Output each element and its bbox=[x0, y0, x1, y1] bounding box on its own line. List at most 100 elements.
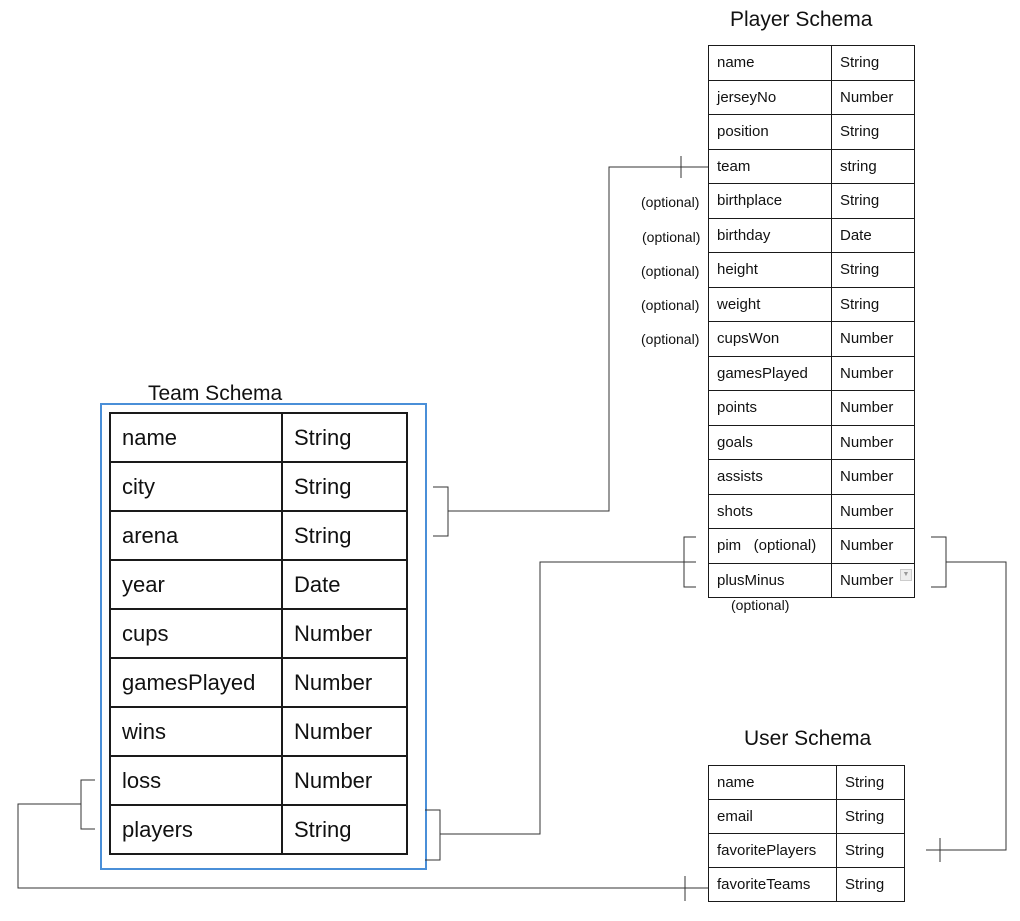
field-name[interactable]: name bbox=[109, 412, 283, 463]
field-type[interactable]: String bbox=[831, 45, 915, 81]
field-name[interactable]: gamesPlayed bbox=[708, 355, 832, 391]
field-type[interactable]: Number bbox=[831, 459, 915, 495]
field-type[interactable]: Number bbox=[281, 657, 408, 708]
field-type[interactable]: String bbox=[831, 114, 915, 150]
field-name[interactable]: favoritePlayers bbox=[708, 833, 837, 868]
field-name[interactable]: favoriteTeams bbox=[708, 867, 837, 902]
field-type[interactable]: Number bbox=[831, 424, 915, 460]
team-schema-selection-frame[interactable] bbox=[100, 403, 427, 870]
optional-note: (optional) bbox=[641, 331, 700, 347]
user-schema-title: User Schema bbox=[744, 727, 872, 750]
connector-team-to-player-line[interactable] bbox=[448, 166, 708, 512]
field-name[interactable]: name bbox=[708, 765, 837, 800]
field-type[interactable]: Number bbox=[281, 608, 408, 659]
field-type[interactable]: Date bbox=[281, 559, 408, 610]
optional-note: (optional) bbox=[731, 597, 790, 613]
connector-players-to-player-stats[interactable] bbox=[440, 561, 696, 835]
field-name[interactable]: email bbox=[708, 799, 837, 834]
field-type[interactable]: String bbox=[281, 510, 408, 561]
field-type[interactable]: String bbox=[831, 252, 915, 288]
field-type[interactable]: Number bbox=[831, 528, 915, 564]
field-type[interactable]: String bbox=[281, 412, 408, 463]
connector-players-bracket[interactable] bbox=[425, 809, 441, 861]
team-schema-title: Team Schema bbox=[148, 382, 283, 405]
connector-player-stats-bracket-left[interactable] bbox=[683, 536, 696, 588]
field-type[interactable]: Number bbox=[281, 706, 408, 757]
connector-team-to-user[interactable] bbox=[17, 803, 708, 889]
player-schema-title: Player Schema bbox=[730, 8, 873, 31]
field-type[interactable]: String bbox=[836, 765, 905, 800]
connector-player-to-user[interactable] bbox=[926, 561, 1007, 851]
field-name[interactable]: arena bbox=[109, 510, 283, 561]
optional-note: (optional) bbox=[641, 297, 700, 313]
field-name[interactable]: assists bbox=[708, 459, 832, 495]
dropdown-arrow-icon[interactable]: ▼ bbox=[900, 568, 912, 581]
field-type[interactable]: Number ▼ bbox=[831, 562, 915, 598]
field-type-value[interactable]: Number bbox=[840, 571, 894, 589]
field-type[interactable]: String bbox=[831, 286, 915, 322]
field-type[interactable]: String bbox=[836, 867, 905, 902]
field-name[interactable]: plusMinus bbox=[708, 562, 832, 598]
field-type[interactable]: Number bbox=[831, 493, 915, 529]
field-type[interactable]: String bbox=[281, 804, 408, 855]
field-type[interactable]: Number bbox=[831, 355, 915, 391]
field-name[interactable]: cups bbox=[109, 608, 283, 659]
connector-team-bracket-left[interactable] bbox=[80, 779, 95, 830]
field-type[interactable]: Number bbox=[831, 390, 915, 426]
optional-note: (optional) bbox=[641, 263, 700, 279]
field-name[interactable]: birthplace bbox=[708, 183, 832, 219]
field-type[interactable]: Number bbox=[831, 79, 915, 115]
field-name[interactable]: players bbox=[109, 804, 283, 855]
optional-note: (optional) bbox=[641, 194, 700, 210]
field-type[interactable]: Number bbox=[831, 321, 915, 357]
connector-team-to-player[interactable] bbox=[433, 486, 449, 537]
field-name[interactable]: wins bbox=[109, 706, 283, 757]
field-name[interactable]: city bbox=[109, 461, 283, 512]
field-type[interactable]: String bbox=[281, 461, 408, 512]
field-name[interactable]: year bbox=[109, 559, 283, 610]
optional-note: (optional) bbox=[642, 229, 701, 245]
field-type[interactable]: String bbox=[831, 183, 915, 219]
field-name[interactable]: height bbox=[708, 252, 832, 288]
field-type[interactable]: Date bbox=[831, 217, 915, 253]
field-type[interactable]: string bbox=[831, 148, 915, 184]
table-row[interactable]: pim (optional)Number bbox=[708, 528, 915, 564]
field-name[interactable]: birthday bbox=[708, 217, 832, 253]
connector-player-stats-bracket-right[interactable] bbox=[931, 536, 947, 588]
table-row[interactable]: plusMinus Number ▼ bbox=[708, 562, 915, 598]
field-name[interactable]: pim (optional) bbox=[708, 528, 832, 564]
field-type[interactable]: String bbox=[836, 833, 905, 868]
field-name[interactable]: gamesPlayed bbox=[109, 657, 283, 708]
field-type[interactable]: Number bbox=[281, 755, 408, 806]
field-name[interactable]: loss bbox=[109, 755, 283, 806]
field-name[interactable]: cupsWon bbox=[708, 321, 832, 357]
